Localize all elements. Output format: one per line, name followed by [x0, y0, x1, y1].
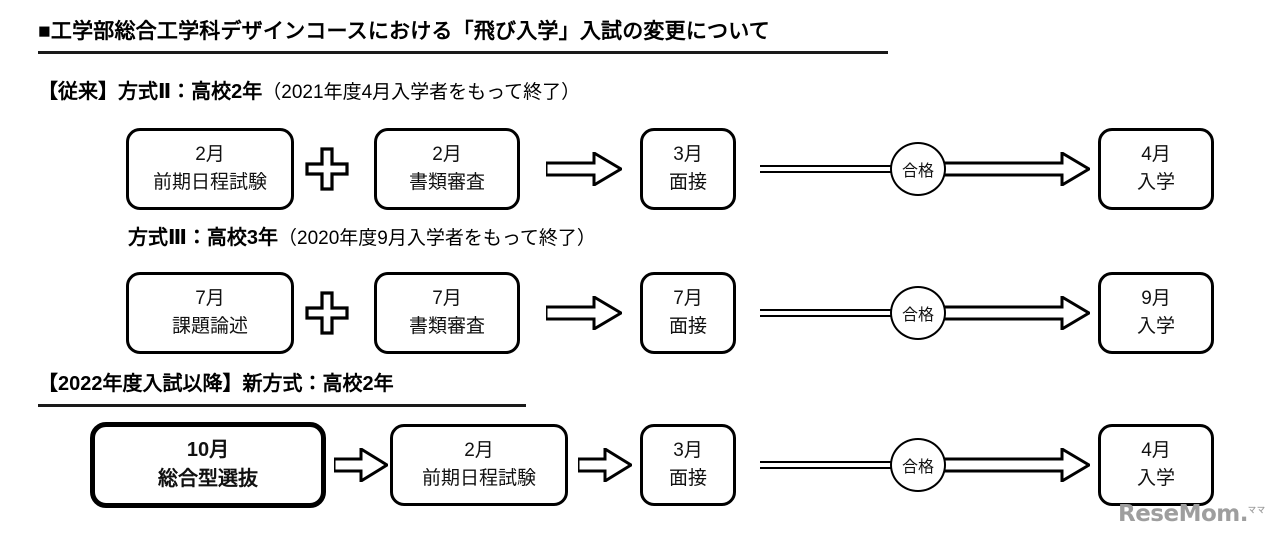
- flow-node-line1: 4月: [1141, 144, 1171, 166]
- pass-circle-label: 合格: [901, 163, 934, 180]
- pass-circle-label: 合格: [901, 307, 934, 324]
- flow-node-box: 7月 書類審査: [374, 272, 520, 354]
- arrow-right-icon: [546, 296, 622, 330]
- flow-node-line1: 7月: [432, 288, 462, 310]
- watermark-text: ReseMom.: [1118, 501, 1249, 527]
- connector-line: [760, 309, 960, 317]
- section-heading-1: 【従来】方式Ⅱ：高校2年（2021年度4月入学者をもって終了）: [38, 78, 580, 108]
- flow-row-1: 2月 前期日程試験 2月 書類審査 3月 面接 合格 4月 入学: [0, 124, 1280, 214]
- flow-node-line2: 入学: [1136, 172, 1175, 193]
- connector-line: [760, 461, 960, 469]
- flow-node-line1: 10月: [186, 439, 230, 461]
- flow-node-line2: 書類審査: [408, 316, 485, 337]
- pass-circle: 合格: [890, 286, 946, 340]
- flow-node-line2: 面接: [668, 172, 707, 193]
- flow-node-line1: 4月: [1141, 440, 1171, 462]
- flow-node-line2: 書類審査: [408, 172, 485, 193]
- section-heading-3: 【2022年度入試以降】新方式：高校2年: [38, 370, 526, 407]
- flow-node-line1: 2月: [464, 440, 494, 462]
- pass-circle-label: 合格: [901, 459, 934, 476]
- flow-node-box: 2月 前期日程試験: [390, 424, 568, 506]
- arrow-right-icon: [944, 448, 1090, 482]
- section-heading-2: 方式Ⅲ：高校3年（2020年度9月入学者をもって終了）: [128, 224, 596, 254]
- arrow-right-icon: [546, 152, 622, 186]
- flow-node-box: 7月 課題論述: [126, 272, 294, 354]
- arrow-right-icon: [578, 448, 632, 482]
- flow-node-line1: 3月: [673, 440, 703, 462]
- section-heading-2-note: （2020年度9月入学者をもって終了）: [278, 228, 596, 249]
- flow-node-line2: 面接: [668, 468, 707, 489]
- flow-node-line2: 面接: [668, 316, 707, 337]
- plus-icon: [305, 291, 349, 335]
- pass-circle: 合格: [890, 438, 946, 492]
- plus-icon: [305, 147, 349, 191]
- connector-line: [760, 165, 960, 173]
- pass-circle: 合格: [890, 142, 946, 196]
- flow-row-3: 10月 総合型選抜 2月 前期日程試験 3月 面接 合格 4月 入学: [0, 420, 1280, 510]
- flow-node-line1: 9月: [1141, 288, 1171, 310]
- flow-node-line2: 入学: [1136, 316, 1175, 337]
- section-heading-3-label: 【2022年度入試以降】新方式：高校2年: [38, 373, 394, 395]
- flow-node-line2: 前期日程試験: [152, 172, 267, 193]
- flow-node-box: 4月 入学: [1098, 128, 1214, 210]
- flow-node-box: 3月 面接: [640, 424, 736, 506]
- flow-node-line1: 3月: [673, 144, 703, 166]
- flow-node-line1: 2月: [195, 144, 225, 166]
- flow-node-line2: 総合型選抜: [158, 468, 258, 490]
- flow-node-box-emphasis: 10月 総合型選抜: [90, 422, 326, 508]
- flow-node-box: 2月 前期日程試験: [126, 128, 294, 210]
- flow-node-line2: 課題論述: [171, 316, 248, 337]
- arrow-right-icon: [944, 296, 1090, 330]
- flow-row-2: 7月 課題論述 7月 書類審査 7月 面接 合格 9月 入学: [0, 268, 1280, 358]
- flow-node-box: 2月 書類審査: [374, 128, 520, 210]
- flow-node-line1: 7月: [673, 288, 703, 310]
- section-heading-1-label: 【従来】方式Ⅱ：高校2年: [38, 81, 263, 103]
- page-title: ■工学部総合工学科デザインコースにおける「飛び入学」入試の変更について: [38, 18, 888, 54]
- watermark-logo: ReseMom.ママ: [1118, 501, 1266, 527]
- arrow-right-icon: [334, 448, 388, 482]
- section-heading-2-label: 方式Ⅲ：高校3年: [128, 227, 279, 249]
- flow-node-line1: 2月: [432, 144, 462, 166]
- watermark-sup: ママ: [1248, 505, 1266, 515]
- section-heading-1-note: （2021年度4月入学者をもって終了）: [262, 82, 581, 103]
- flow-node-box: 7月 面接: [640, 272, 736, 354]
- flow-node-line1: 7月: [195, 288, 225, 310]
- flow-node-box: 3月 面接: [640, 128, 736, 210]
- arrow-right-icon: [944, 152, 1090, 186]
- flow-node-line2: 入学: [1136, 468, 1175, 489]
- flow-node-box: 4月 入学: [1098, 424, 1214, 506]
- flow-node-line2: 前期日程試験: [421, 468, 536, 489]
- flow-node-box: 9月 入学: [1098, 272, 1214, 354]
